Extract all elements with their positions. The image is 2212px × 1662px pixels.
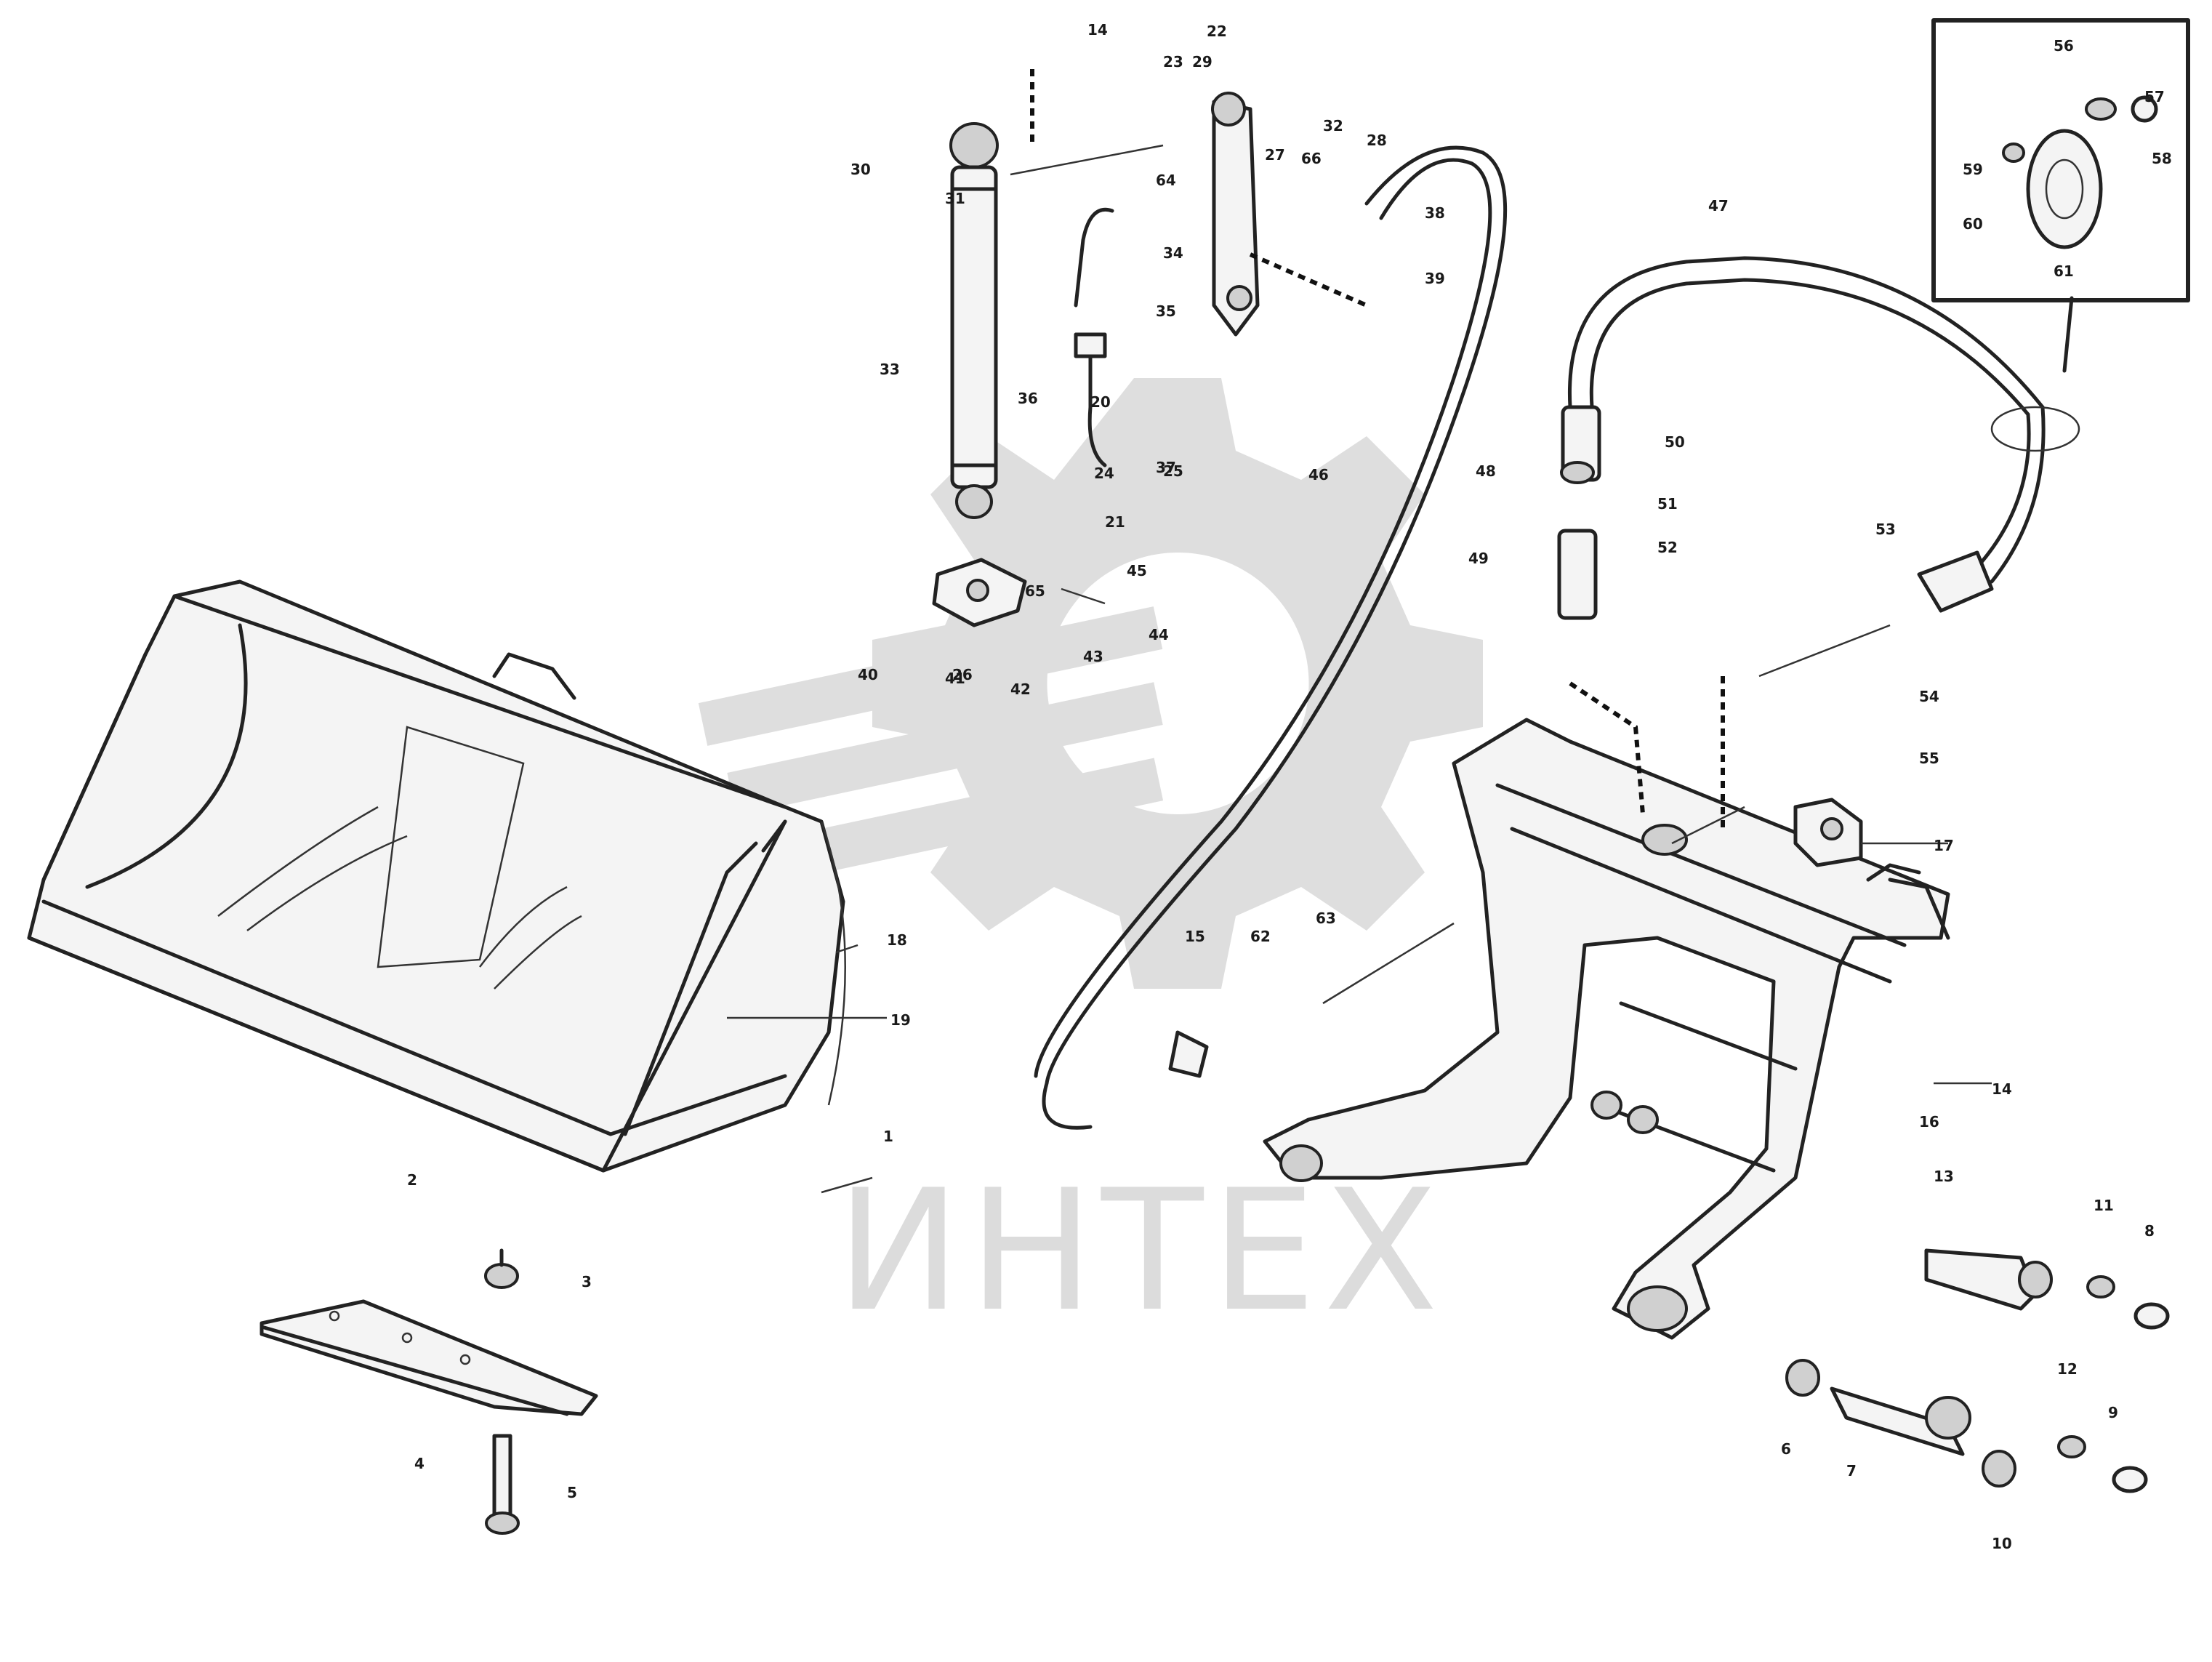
callout-14a: 14	[1087, 21, 1108, 39]
callout-10a: 10	[1992, 1535, 2012, 1552]
callout-52a: 52	[1657, 539, 1678, 556]
callout-5a: 5	[567, 1484, 577, 1501]
callout-14b: 14	[1992, 1080, 2012, 1098]
callout-36a: 36	[1018, 390, 1038, 407]
washers-right	[2057, 1275, 2170, 1493]
callout-labels: 14 22 23 30 31 32 33 34 35 36 37 38 39 4…	[407, 21, 2172, 1552]
callout-15a: 15	[1185, 928, 1205, 945]
callout-46a: 46	[1308, 466, 1329, 483]
callout-16a: 16	[1919, 1113, 1939, 1131]
leader-lines	[727, 144, 1992, 1194]
coupler-bracket	[1793, 798, 1863, 867]
callout-40a: 40	[858, 666, 878, 683]
cylinder-mount	[932, 558, 1027, 627]
callout-25a: 25	[1163, 462, 1183, 480]
callout-39a: 39	[1425, 270, 1445, 287]
dashed-line-2	[1249, 252, 1368, 308]
detail-inset	[1931, 18, 2190, 373]
callout-62a: 62	[1250, 928, 1271, 945]
callout-29a: 29	[1192, 53, 1212, 71]
callout-56a: 56	[2054, 37, 2074, 55]
callout-51a: 51	[1657, 495, 1678, 513]
callout-27a: 27	[1265, 146, 1285, 164]
callout-22a: 22	[1207, 23, 1227, 40]
callout-9a: 9	[2108, 1404, 2118, 1421]
callout-32a: 32	[1323, 117, 1343, 135]
callout-26a: 26	[952, 666, 973, 683]
bucket	[27, 579, 845, 1173]
callout-17a: 17	[1934, 837, 1954, 854]
callout-53a: 53	[1875, 521, 1896, 538]
watermark-gear-icon	[698, 378, 1483, 989]
link-arm	[1211, 92, 1260, 337]
callout-60a: 60	[1963, 215, 1983, 233]
callout-57a: 57	[2144, 88, 2165, 105]
callout-63a: 63	[1316, 910, 1336, 927]
callout-50a: 50	[1665, 433, 1685, 451]
callout-13a: 13	[1934, 1168, 1954, 1185]
callout-49a: 49	[1468, 550, 1489, 567]
callout-2a: 2	[407, 1171, 417, 1189]
locking-pin-lower	[1785, 1359, 2016, 1488]
watermark-text: ИНТЕХ	[836, 1155, 1445, 1349]
callout-65a: 65	[1025, 582, 1045, 600]
callout-6a: 6	[1781, 1440, 1791, 1458]
callout-31a: 31	[945, 190, 965, 207]
callout-24a: 24	[1094, 465, 1114, 482]
callout-35a: 35	[1156, 302, 1176, 320]
callout-66a: 66	[1301, 150, 1322, 167]
callout-37a: 37	[1156, 459, 1176, 476]
callout-21a: 21	[1105, 513, 1125, 531]
callout-23a: 23	[1163, 53, 1183, 71]
callout-8a: 8	[2144, 1222, 2155, 1240]
callout-64a: 64	[1156, 172, 1176, 189]
callout-58a: 58	[2152, 150, 2172, 167]
hose-pipe-long	[1034, 145, 1508, 1130]
callout-41a: 41	[945, 670, 965, 687]
callout-59a: 59	[1963, 161, 1983, 178]
callout-44a: 44	[1149, 626, 1169, 643]
quick-coupler-frame	[1263, 718, 1950, 1340]
callout-30a: 30	[850, 161, 871, 178]
hose-fittings	[1557, 461, 1598, 620]
bolt-lower	[485, 1434, 520, 1535]
hose-upper-right	[1561, 256, 2080, 613]
callout-20a: 20	[1090, 393, 1111, 411]
callout-1a: 1	[883, 1128, 893, 1145]
hydraulic-cylinder	[949, 122, 999, 519]
cutting-edge	[260, 1299, 598, 1416]
callout-19a: 19	[890, 1011, 911, 1029]
callout-54a: 54	[1919, 688, 1939, 705]
callout-11a: 11	[2094, 1197, 2114, 1214]
callout-34a: 34	[1163, 244, 1183, 262]
callout-7a: 7	[1846, 1462, 1857, 1480]
hose-small	[1074, 208, 1114, 467]
callout-43a: 43	[1083, 648, 1103, 665]
callout-42a: 42	[1010, 681, 1031, 698]
callout-47a: 47	[1708, 197, 1729, 214]
callout-18a: 18	[887, 931, 907, 949]
callout-38a: 38	[1425, 204, 1445, 222]
bolt-upper	[484, 1248, 519, 1289]
dashed-line-3	[1569, 681, 1645, 815]
callout-3a: 3	[582, 1273, 592, 1290]
callout-4a: 4	[414, 1455, 425, 1472]
callout-28a: 28	[1367, 132, 1387, 149]
callout-33a: 33	[880, 361, 900, 378]
locking-pin-upper	[1924, 1248, 2053, 1311]
callout-12a: 12	[2057, 1360, 2078, 1378]
callout-61a: 61	[2054, 262, 2074, 280]
callout-55a: 55	[1919, 750, 1939, 767]
callout-45a: 45	[1127, 562, 1147, 579]
callout-48a: 48	[1476, 462, 1496, 480]
